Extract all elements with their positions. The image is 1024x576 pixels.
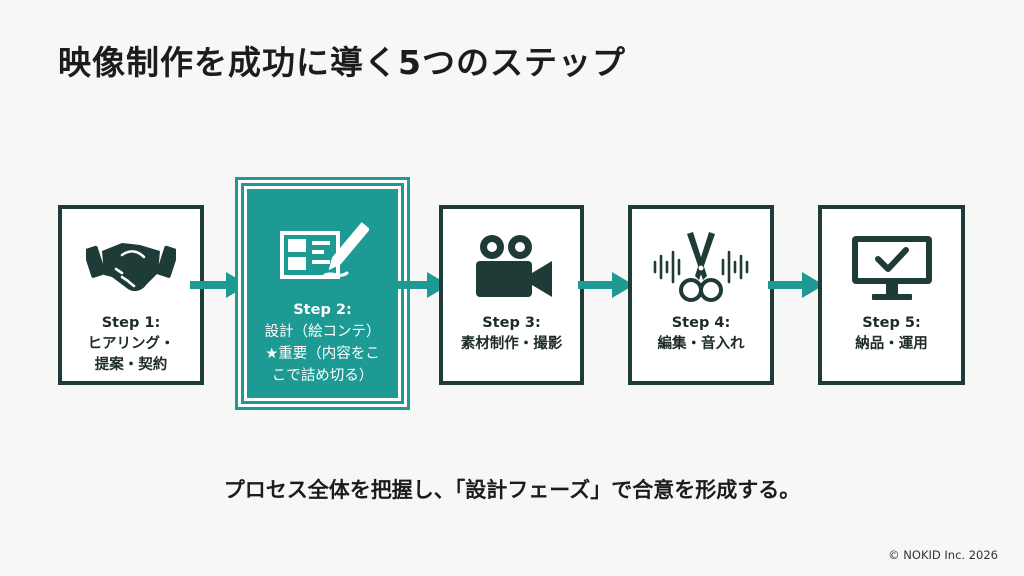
monitor-check-icon	[848, 225, 936, 311]
page-title: 映像制作を成功に導く5つのステップ	[58, 43, 626, 82]
step-3-label: Step 3: 素材制作・撮影	[460, 315, 563, 352]
video-camera-icon	[468, 225, 556, 311]
arrow-2	[397, 272, 449, 298]
step-5-label: Step 5: 納品・運用	[855, 315, 928, 352]
handshake-icon	[86, 225, 176, 311]
step-3-card: Step 3: 素材制作・撮影	[439, 205, 584, 385]
step-2-card-highlighted: Step 2: 設計（絵コンテ） ★重要（内容をこ こで詰め切る）	[235, 177, 410, 410]
arrow-4	[768, 272, 824, 298]
copyright: © NOKID Inc. 2026	[888, 548, 998, 562]
step-4-card: Step 4: 編集・音入れ	[628, 205, 774, 385]
step-4-label: Step 4: 編集・音入れ	[657, 315, 745, 352]
step-5-card: Step 5: 納品・運用	[818, 205, 965, 385]
scissors-soundwave-icon	[651, 225, 751, 311]
arrow-3	[578, 272, 634, 298]
step-1-card: Step 1: ヒアリング・ 提案・契約	[58, 205, 204, 385]
summary-text: プロセス全体を把握し、「設計フェーズ」で合意を形成する。	[223, 478, 801, 502]
step-2-label: Step 2: 設計（絵コンテ） ★重要（内容をこ こで詰め切る）	[264, 302, 381, 384]
storyboard-pen-icon	[277, 217, 369, 285]
step-1-label: Step 1: ヒアリング・ 提案・契約	[87, 315, 175, 373]
